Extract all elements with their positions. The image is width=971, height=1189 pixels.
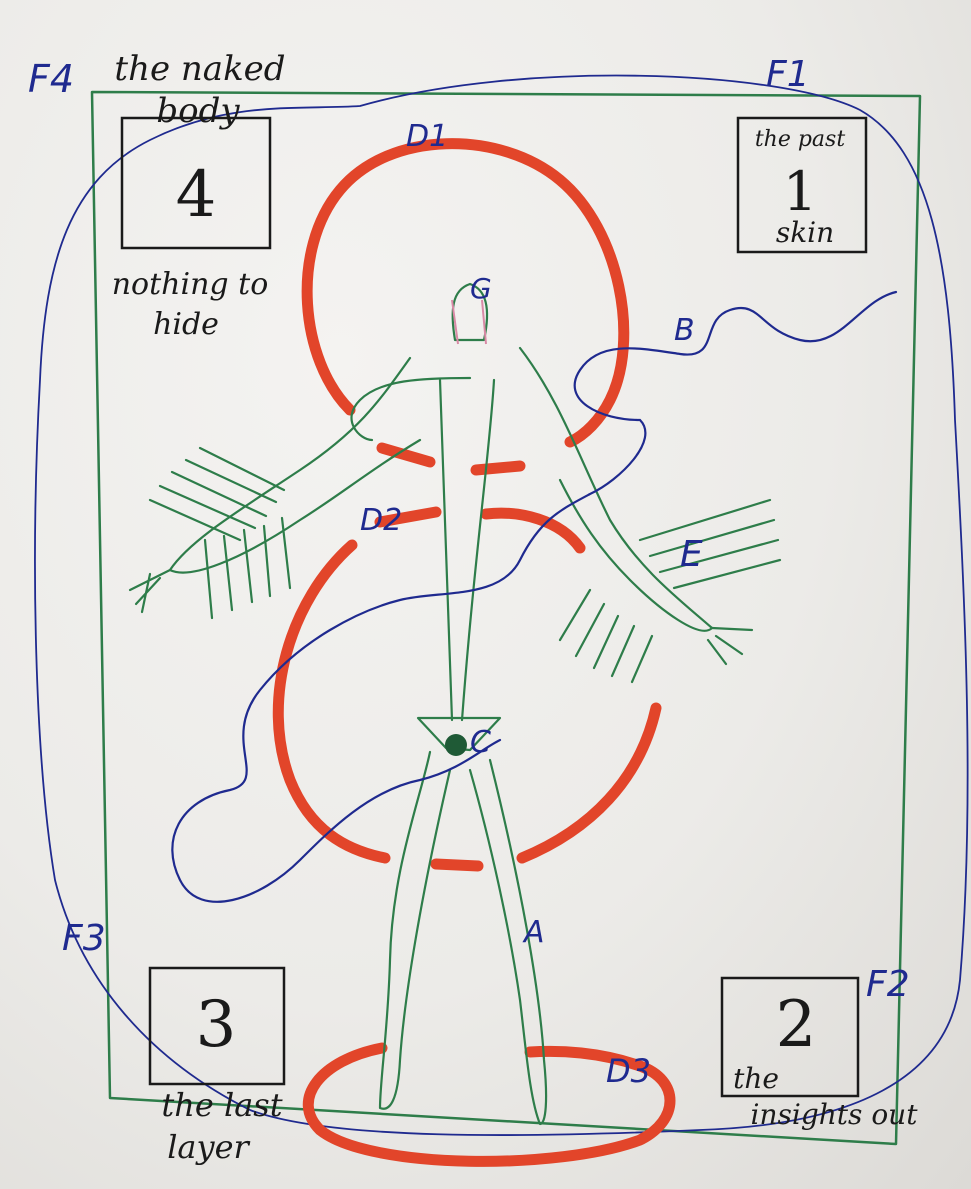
box-3-caption-line1: the last (161, 1086, 282, 1124)
box-2-number: 2 (776, 988, 817, 1062)
green-frame (92, 92, 920, 1144)
figure-left-leg (380, 752, 450, 1109)
box-3-caption-line2: layer (167, 1128, 250, 1166)
figure-right-hand (708, 628, 752, 664)
box-4-caption-line2: hide (153, 307, 219, 342)
box-4-number: 4 (176, 158, 217, 232)
label-f1: F1 (766, 54, 810, 95)
hatching-right-lower (560, 590, 652, 682)
figure-left-arm (170, 358, 420, 573)
red-dash-d1-mid (476, 466, 520, 470)
box-2-caption-line2: insights out (751, 1098, 919, 1131)
blue-line-b (172, 292, 896, 902)
figure-left-hand (130, 570, 170, 612)
label-d3: D3 (606, 1052, 651, 1090)
figure-center-dot (445, 734, 467, 756)
figure-torso-left (440, 380, 452, 720)
box-2-caption-line1: the (733, 1062, 779, 1095)
hatching-right-upper (640, 500, 780, 588)
box-4-caption-line1: nothing to (112, 267, 269, 302)
label-b: B (674, 313, 695, 348)
box-1: the past 1 skin (738, 118, 866, 252)
label-f4: F4 (28, 57, 74, 101)
label-a: A (522, 915, 545, 950)
box-3-number: 3 (196, 988, 237, 1062)
box-4-title-line1: the naked (114, 49, 285, 89)
box-1-top-text: the past (755, 127, 846, 152)
red-arc-d2-right (522, 708, 656, 858)
box-4-title-line2: body (156, 91, 240, 131)
label-e: E (680, 534, 703, 575)
red-circle-d1 (307, 144, 624, 442)
label-f3: F3 (62, 918, 106, 959)
hatching-left-lower (205, 518, 290, 618)
figure-torso-right (462, 380, 494, 720)
red-arc-d2-left (278, 545, 385, 858)
box-1-bottom-text: skin (776, 216, 834, 249)
figure-body-left (352, 378, 470, 440)
box-1-number: 1 (783, 160, 817, 223)
label-d1: D1 (406, 119, 448, 154)
label-g: G (470, 272, 492, 305)
label-d2: D2 (360, 503, 402, 538)
label-f2: F2 (866, 964, 910, 1005)
red-arc-d2-upper-right (486, 513, 580, 548)
figure-head-pink (452, 300, 486, 344)
label-c: C (470, 725, 491, 760)
red-dash-d2-bottom (436, 864, 478, 866)
box-3: 3 the last layer (150, 968, 284, 1166)
